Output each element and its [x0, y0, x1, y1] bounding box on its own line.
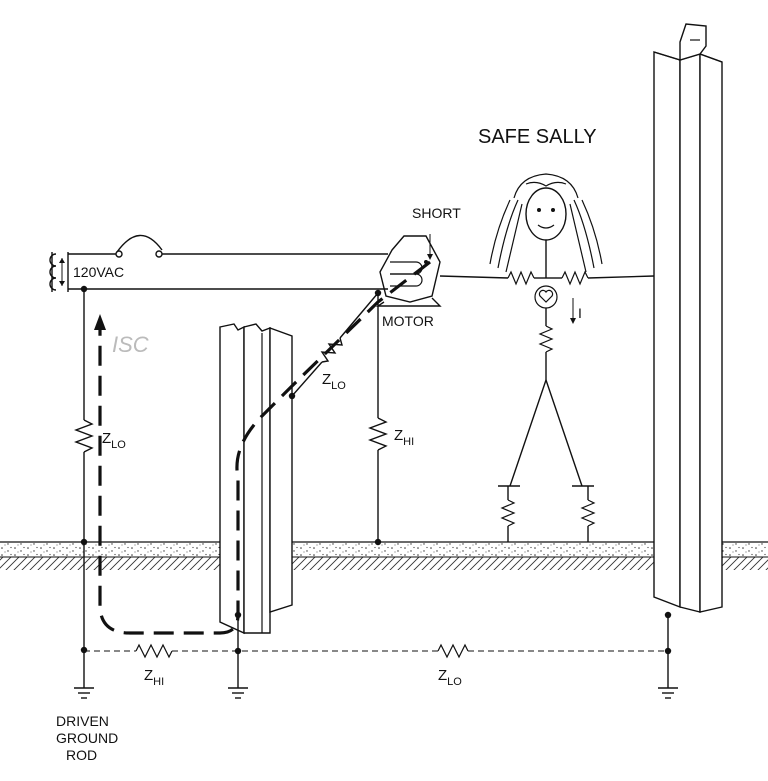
ground-symbol-column — [228, 687, 248, 699]
ground-rod-label-line-1: DRIVEN — [56, 713, 109, 729]
source-voltage-label: 120VAC — [73, 264, 124, 280]
impedance-label-motor-ground: ZHI — [394, 427, 414, 448]
motor-ground-wires — [288, 289, 388, 546]
fault-current-arrow — [94, 314, 106, 330]
circuit-wires — [68, 250, 388, 290]
fault-current-path — [98, 260, 431, 635]
steel-i-beam — [653, 23, 723, 613]
impedance-label-motor-column: ZLO — [322, 371, 346, 392]
earth-surface — [0, 541, 768, 570]
current-label: I — [578, 305, 582, 321]
short-marker — [427, 234, 433, 260]
impedance-label-ground-wire: ZLO — [102, 430, 126, 451]
motor — [375, 235, 442, 307]
motor-label: MOTOR — [382, 313, 434, 329]
ground-symbol-beam — [658, 687, 678, 699]
switch-blade — [116, 234, 163, 253]
building-column — [219, 323, 293, 635]
impedance-label-earth-left: ZHI — [144, 667, 164, 688]
impedance-label-earth-right: ZLO — [438, 667, 462, 688]
ground-rod-label: DRIVEN GROUND ROD — [56, 713, 118, 763]
sally-figure — [439, 173, 655, 542]
equipment-ground-wire — [74, 285, 94, 688]
short-label: SHORT — [412, 205, 461, 221]
fault-current-label: ISC — [112, 332, 149, 357]
ground-symbol-rod — [74, 687, 94, 699]
source-coil — [49, 252, 69, 292]
diagram-title: SAFE SALLY — [478, 126, 597, 148]
ground-rod-label-line-2: GROUND — [56, 730, 118, 746]
earth-resistance-path — [84, 611, 672, 688]
ground-rod-label-line-3: ROD — [66, 747, 97, 763]
